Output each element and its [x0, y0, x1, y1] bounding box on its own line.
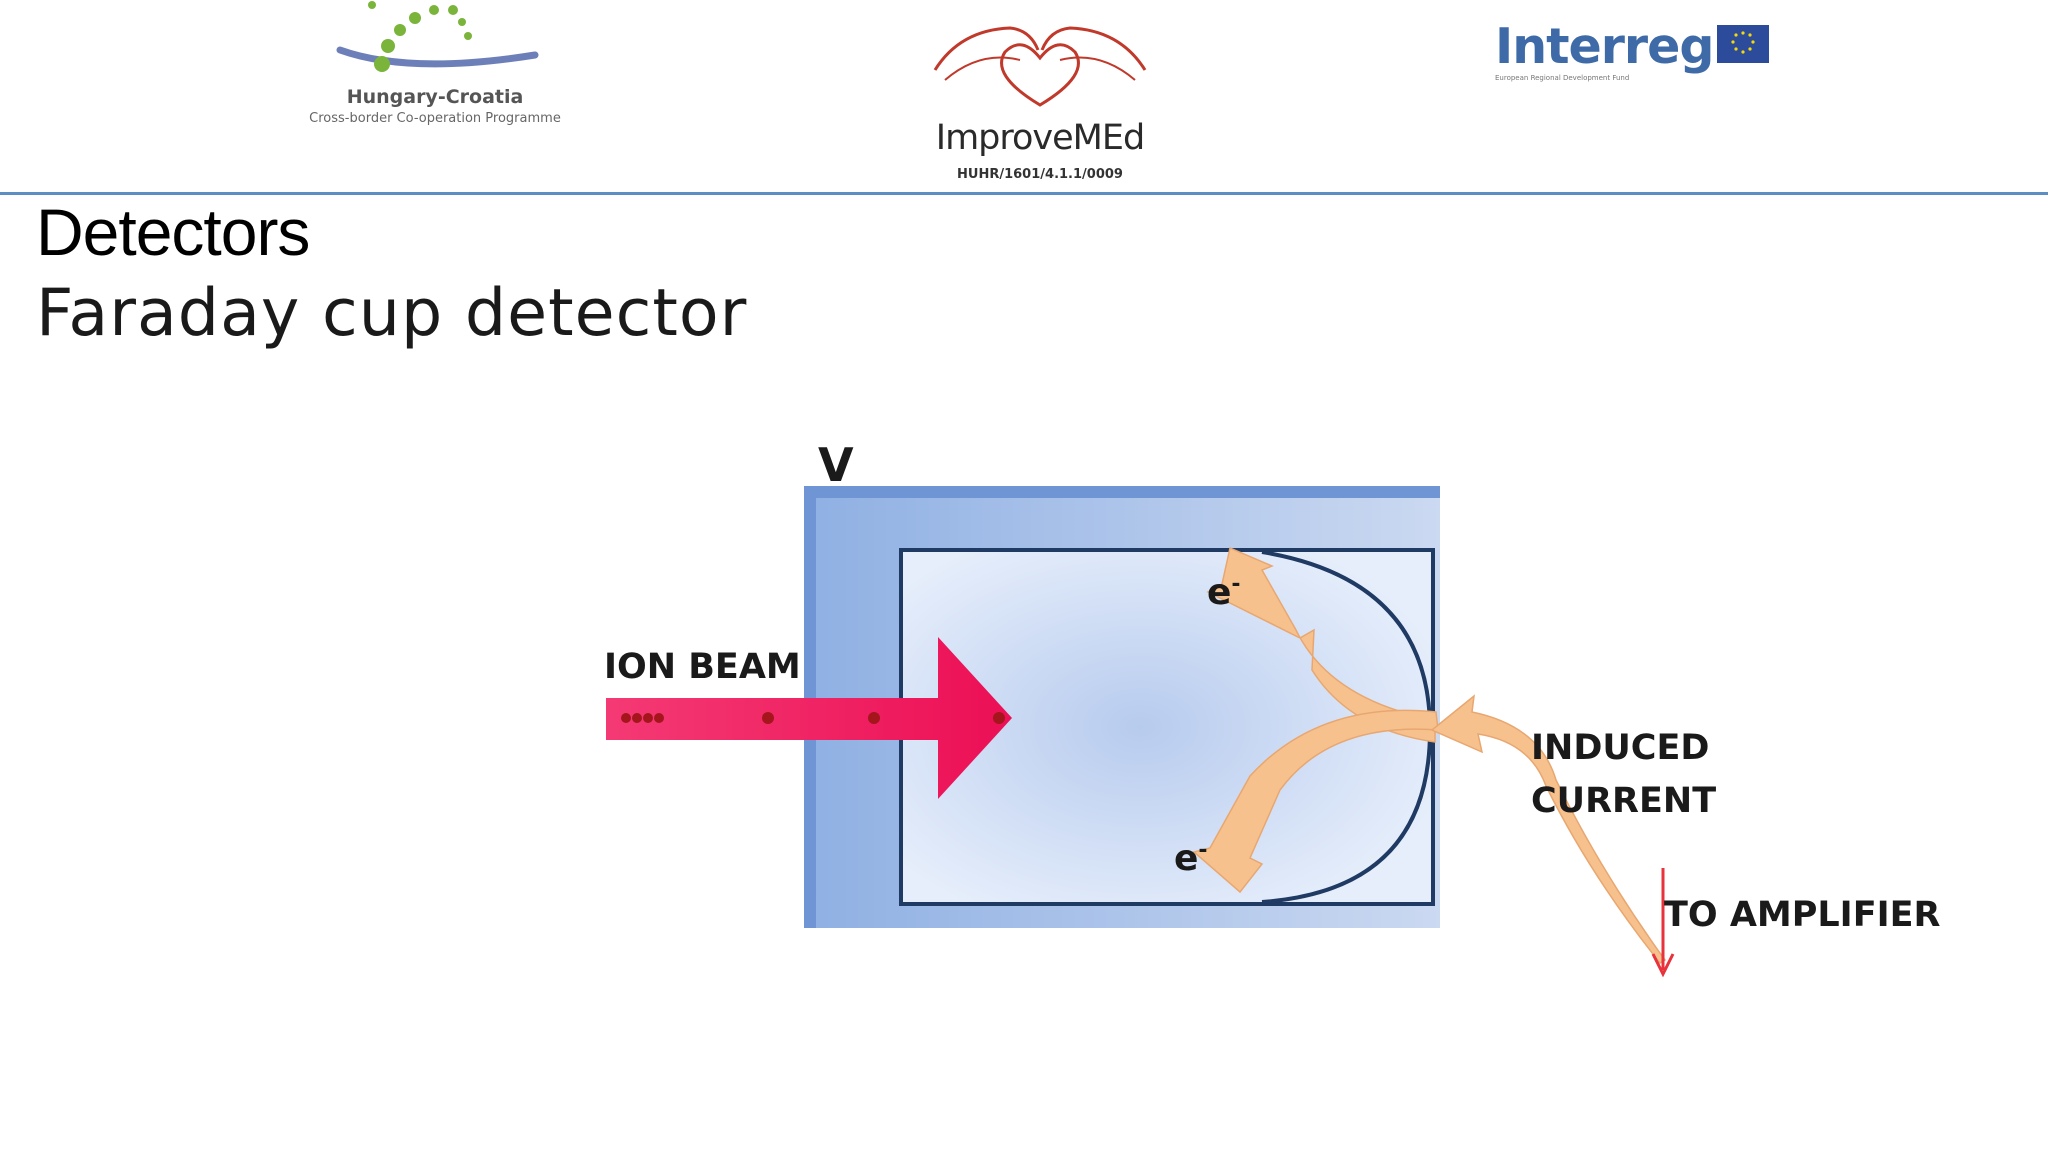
- improvemed-code: HUHR/1601/4.1.1/0009: [957, 167, 1123, 182]
- improvemed-title: ImproveMEd: [935, 118, 1145, 158]
- ion-beam-label: ION BEAM: [604, 647, 801, 687]
- amplifier-label: TO AMPLIFIER: [1664, 895, 1941, 935]
- induced-current-label: INDUCED CURRENT: [1531, 722, 1716, 828]
- ion-particles: [621, 712, 1005, 724]
- faraday-cup-diagram: V ION BEAM e- e- INDUCED CURRENT TO AMPL…: [590, 430, 1970, 990]
- faraday-cup-drawing: [606, 486, 1675, 978]
- voltage-label: V: [818, 438, 854, 492]
- electron-label-top: e-: [1207, 572, 1241, 613]
- hungary-croatia-title: Hungary-Croatia: [346, 86, 524, 108]
- ion-beam-arrow: [606, 637, 1012, 799]
- hungary-croatia-emblem-icon: [336, 1, 539, 72]
- slide-header: Hungary-Croatia Cross-border Co-operatio…: [0, 0, 2048, 195]
- interreg-wordmark: Interreg: [1495, 18, 1714, 75]
- interreg-logo: Interreg European Regional Development F…: [1495, 18, 1795, 88]
- amplifier-arrow-head: [1651, 953, 1675, 978]
- header-divider: [0, 192, 2048, 195]
- interreg-fund-text: European Regional Development Fund: [1495, 74, 1630, 82]
- slide-title: Detectors: [36, 195, 310, 269]
- induced-current-line1: INDUCED: [1531, 728, 1710, 768]
- improvemed-logo: ImproveMEd HUHR/1601/4.1.1/0009: [920, 10, 1160, 190]
- hungary-croatia-logo: Hungary-Croatia Cross-border Co-operatio…: [300, 0, 570, 135]
- electron-label-bottom: e-: [1174, 838, 1208, 879]
- induced-current-arrow: [1430, 694, 1667, 964]
- slide-subtitle: Faraday cup detector: [36, 276, 748, 351]
- induced-current-line2: CURRENT: [1531, 781, 1717, 821]
- hungary-croatia-subtitle: Cross-border Co-operation Programme: [309, 111, 561, 126]
- outer-cup-top-wall: [804, 486, 1440, 498]
- eu-flag-icon: [1717, 25, 1769, 63]
- electron-arrow-bottom: [1192, 709, 1439, 894]
- improvemed-hands-heart-icon: [933, 26, 1147, 107]
